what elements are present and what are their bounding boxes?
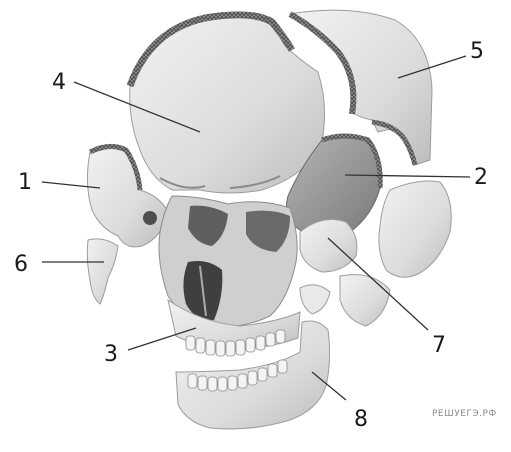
watermark: РЕШУЕГЭ.РФ: [432, 409, 497, 419]
callout-2: 2: [474, 165, 488, 190]
temporal-bone: [379, 181, 451, 277]
callout-4: 4: [52, 70, 66, 95]
callout-5: 5: [470, 39, 484, 64]
callout-3: 3: [104, 342, 118, 367]
frontal-bone: [130, 15, 325, 193]
callout-8: 8: [354, 407, 368, 432]
callout-7: 7: [432, 333, 446, 358]
zygomatic-bone: [300, 220, 390, 326]
callout-1: 1: [18, 170, 32, 195]
zygomatic-fragment: [87, 239, 118, 304]
callout-6: 6: [14, 252, 28, 277]
